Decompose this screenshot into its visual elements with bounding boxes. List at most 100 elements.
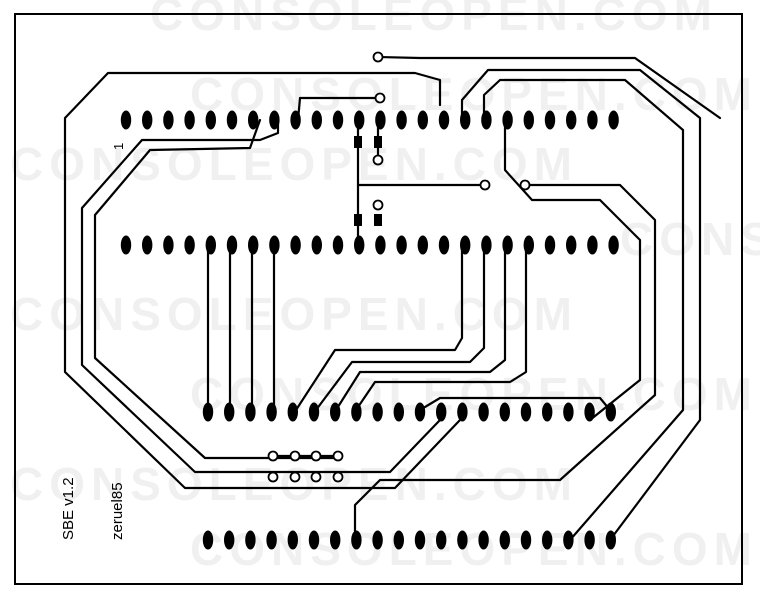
top-row-pad [226,110,238,130]
right-route-trace [460,68,702,542]
watermark-text: CONSOLEOPEN.COM [620,213,760,265]
lower-row-pad [351,402,362,422]
outer-loop-trace [63,71,462,490]
bottom-row-pad [436,530,447,550]
lower-row-pad [563,402,574,422]
watermark-text: CONSOLEOPEN.COM [150,0,718,40]
middle-row-pad [163,235,174,255]
watermark-text: CONSOLEOPEN.COM [10,138,578,190]
bottom-row-pad [393,530,404,550]
via-pad [332,450,344,462]
watermark-text: CONSOLEOPEN.COM [190,368,758,420]
bottom-row-pad [499,530,510,550]
via-pad [372,154,384,166]
inner-loop-trace-2 [93,118,342,460]
right-bend-trace-2 [353,183,657,542]
middle-row-pad [544,235,556,255]
top-row-pad [354,110,365,130]
fan-trace [354,243,528,412]
lower-row-pad [414,402,426,422]
bottom-row-pad [287,530,298,550]
bottom-row-pad [245,530,256,550]
bottom-row-pad [372,530,383,550]
top-route-trace [376,55,722,120]
bottom-row-pad [584,530,595,550]
middle-row-pad [417,235,428,255]
via-pad [519,179,531,191]
middle-row-pad [184,235,195,255]
lower-row-pad [542,402,553,422]
middle-row-pad [226,235,238,255]
via-pad [310,471,322,483]
via-pad [479,179,491,191]
middle-row-pad [142,235,153,255]
top-row-pad [184,110,195,130]
lower-row-pad [605,402,616,422]
bottom-row-pad [563,530,574,550]
lower-row-pad [372,402,383,422]
inner-loop-trace [80,118,442,474]
smd-pad [354,214,362,226]
lower-row-pad [308,402,320,422]
top-row-pad [269,110,280,130]
top-row-pad [332,110,344,130]
top-row-pad [438,110,450,130]
bottom-row-pad [308,530,320,550]
watermark-text: CONSOLEOPEN.COM [190,523,758,575]
lower-row-pad [499,402,510,422]
lower-row-pad [266,402,277,422]
trace-layer [63,55,722,542]
top-row-pad [290,110,301,130]
middle-row-pad [205,235,216,255]
middle-row-pad [311,235,322,255]
lower-row-pad [224,402,235,422]
top-row-pad [120,110,132,130]
bottom-row-pad [605,530,616,550]
lower-row-pad [330,402,341,422]
top-row-pad [502,110,513,130]
top-row-pad [587,110,598,130]
top-row-pad [523,110,534,130]
watermark-layer: CONSOLEOPEN.COM CONSOLEOPEN.COM CONSOLEO… [10,0,760,575]
pad-layer [120,51,619,550]
pin-one-label: 1 [111,143,126,150]
middle-row-pad [120,235,132,255]
top-row-pad [396,110,407,130]
lower-row-pad [436,402,447,422]
via-pad [289,450,301,462]
board-outline [14,13,743,585]
lower-row-pad [584,402,595,422]
middle-row-pad [354,235,365,255]
lower-row-pad [478,402,489,422]
top-row-pad [417,110,428,130]
top-row-pad [205,110,216,130]
top-row-pad [163,110,174,130]
top-row-pad [566,110,577,130]
middle-row-pad [290,235,301,255]
via-pad [372,199,384,211]
middle-row-pad [481,235,492,255]
fan-trace [418,396,612,412]
bottom-row-pad [224,530,235,550]
top-row-pad [375,110,386,130]
middle-row-pad [587,235,598,255]
lower-row-pad [245,402,256,422]
middle-row-pad [438,235,450,255]
lower-row-pad [202,402,214,422]
fan-trace [334,243,507,412]
author-label: zeruel85 [109,482,126,540]
bottom-row-pad [330,530,341,550]
middle-row-pad [502,235,513,255]
middle-row-pad [332,235,344,255]
bottom-row-pad [414,530,426,550]
via-pad [332,471,344,483]
via-pad [267,450,279,462]
top-row-pad [608,110,619,130]
top-row-pad [142,110,153,130]
middle-row-pad [269,235,280,255]
middle-row-pad [523,235,534,255]
bottom-row-pad [542,530,553,550]
smd-pad [374,214,382,226]
right-bend-trace [503,118,642,422]
